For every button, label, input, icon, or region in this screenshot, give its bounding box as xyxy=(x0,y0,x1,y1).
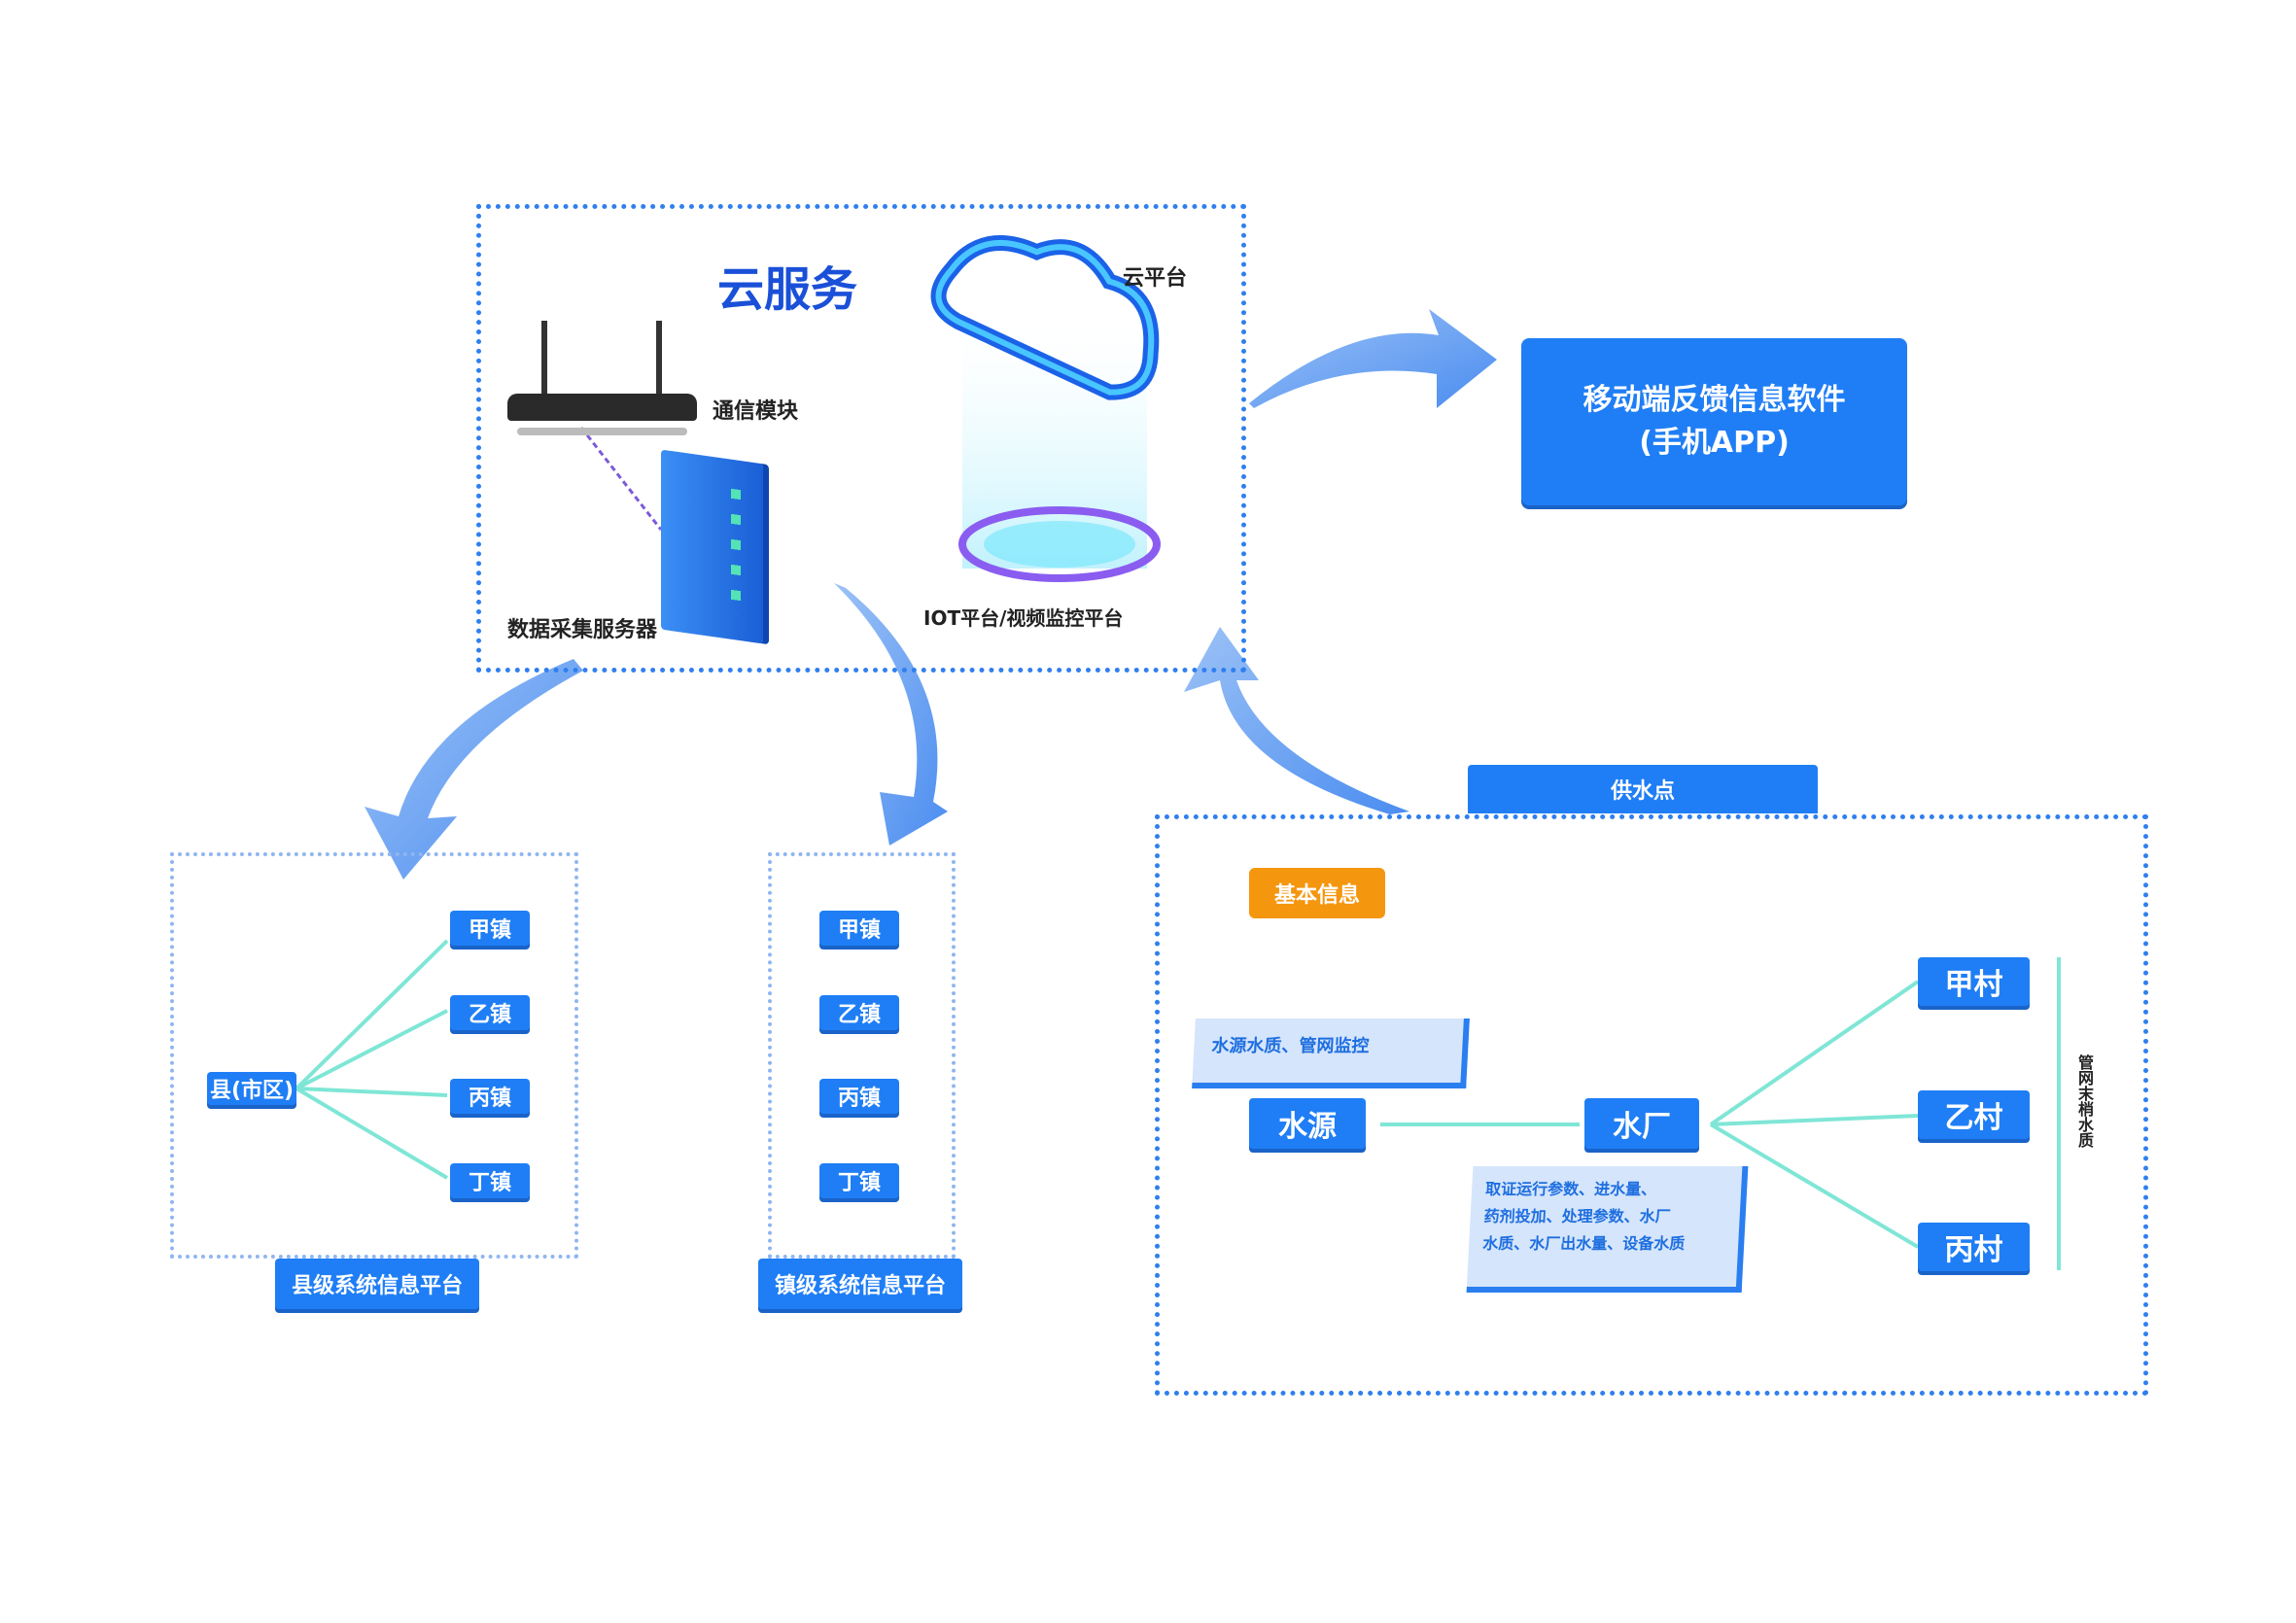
plant-note-line: 水质、水厂出水量、设备水质 xyxy=(1481,1234,1686,1253)
mobile-app-box[interactable]: 移动端反馈信息软件 (手机APP) xyxy=(1521,338,1907,505)
basic-info-badge[interactable]: 基本信息 xyxy=(1249,868,1385,918)
village-node[interactable]: 乙村 xyxy=(1918,1090,2030,1139)
town-node[interactable]: 丙镇 xyxy=(819,1079,899,1114)
arrow-cloud-to-town xyxy=(834,583,948,846)
village-node[interactable]: 丙村 xyxy=(1918,1223,2030,1271)
arrow-supply-to-cloud xyxy=(1184,627,1409,814)
router-server-link xyxy=(579,427,663,531)
arrow-cloud-to-county xyxy=(365,659,583,880)
county-platform-caption[interactable]: 县级系统信息平台 xyxy=(275,1259,479,1309)
county-town-node[interactable]: 乙镇 xyxy=(450,995,530,1030)
plant-note-line: 取证运行参数、进水量、 xyxy=(1484,1180,1657,1198)
plant-note: 取证运行参数、进水量、 药剂投加、处理参数、水厂 水质、水厂出水量、设备水质 xyxy=(1466,1166,1749,1293)
supply-point-panel xyxy=(1155,814,2148,1396)
county-panel xyxy=(170,852,578,1259)
cloud-platform-label: 云平台 xyxy=(1123,266,1188,291)
end-water-quality-label: 管网末梢水质 xyxy=(2075,1054,2094,1148)
county-connectors xyxy=(295,939,2061,1270)
source-note-text: 水源水质、管网监控 xyxy=(1210,1036,1370,1056)
source-note: 水源水质、管网监控 xyxy=(1192,1019,1470,1088)
source-node[interactable]: 水源 xyxy=(1249,1098,1366,1149)
village-node[interactable]: 甲村 xyxy=(1918,957,2030,1006)
cloud-service-title: 云服务 xyxy=(717,262,858,317)
router-label: 通信模块 xyxy=(713,399,799,424)
router-icon xyxy=(507,321,702,437)
town-platform-caption[interactable]: 镇级系统信息平台 xyxy=(758,1259,962,1309)
town-node[interactable]: 丁镇 xyxy=(819,1163,899,1198)
town-node[interactable]: 甲镇 xyxy=(819,911,899,946)
server-label: 数据采集服务器 xyxy=(507,618,658,642)
iot-platform-label: IOT平台/视频监控平台 xyxy=(923,606,1124,630)
cloud-platform-icon xyxy=(923,228,1186,588)
supply-point-title[interactable]: 供水点 xyxy=(1468,765,1818,813)
plant-node[interactable]: 水厂 xyxy=(1584,1098,1699,1149)
town-panel xyxy=(768,852,956,1259)
county-root-node[interactable]: 县(市区) xyxy=(207,1072,296,1105)
server-icon xyxy=(661,449,763,644)
arrow-cloud-to-app xyxy=(1249,309,1497,408)
county-town-node[interactable]: 甲镇 xyxy=(450,911,530,946)
mobile-app-line2: (手机APP) xyxy=(1639,426,1790,460)
county-town-node[interactable]: 丙镇 xyxy=(450,1079,530,1114)
county-town-node[interactable]: 丁镇 xyxy=(450,1163,530,1198)
plant-note-line: 药剂投加、处理参数、水厂 xyxy=(1483,1207,1672,1226)
cloud-service-panel xyxy=(476,204,1246,673)
mobile-app-line1: 移动端反馈信息软件 xyxy=(1583,383,1846,417)
town-node[interactable]: 乙镇 xyxy=(819,995,899,1030)
